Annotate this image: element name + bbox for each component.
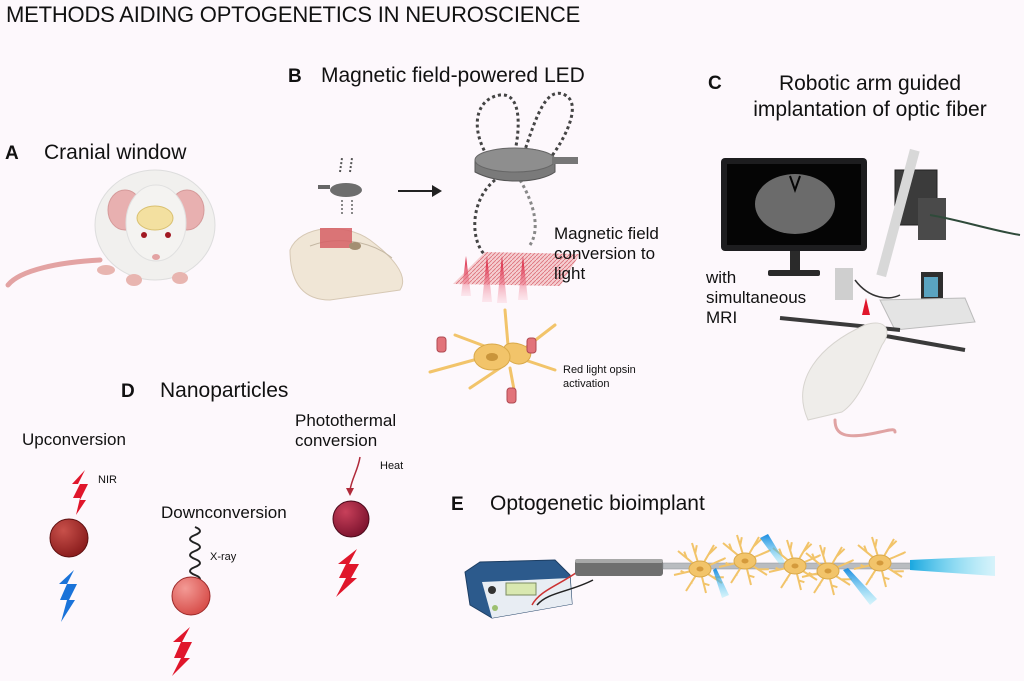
photothermal-label-line: conversion <box>295 431 378 450</box>
photothermal-label-line: Photothermal <box>295 411 397 430</box>
heat-arrow-icon <box>349 456 361 491</box>
rat-illustration <box>802 298 897 438</box>
panel-e-letter: E <box>451 494 464 515</box>
upconversion-label: Upconversion <box>22 430 126 449</box>
mri-label-line: with <box>706 268 737 287</box>
downconversion-nanoparticle <box>171 576 211 616</box>
downconversion-nanoparticle-group <box>171 526 211 676</box>
opsin-label-line: activation <box>563 378 610 390</box>
mouse-head-with-led-illustration <box>289 157 404 301</box>
panel-d-title: Nanoparticles <box>160 379 289 402</box>
panel-d-letter: D <box>121 381 135 402</box>
red-lightning-icon <box>172 627 192 676</box>
panel-e-title: Optogenetic bioimplant <box>490 492 705 515</box>
opsin-label-line: Red light opsin <box>563 364 636 376</box>
nir-lightning-icon <box>72 470 88 515</box>
neuron <box>718 534 772 586</box>
panel-c-title: Robotic arm guided implantation of optic… <box>735 71 1005 123</box>
neuron <box>853 536 907 588</box>
panel-c-title-line: implantation of optic fiber <box>753 98 987 121</box>
blue-lightning-icon <box>59 570 77 622</box>
panel-c-title-line: Robotic arm guided <box>778 72 962 95</box>
panel-c-letter: C <box>708 73 722 94</box>
mri-label-line: MRI <box>706 308 738 327</box>
neuron-with-opsins-illustration <box>428 308 557 404</box>
cranial-window-mouse-illustration <box>5 169 216 288</box>
panel-a-title: Cranial window <box>44 141 187 164</box>
upconversion-nanoparticle-group <box>49 470 89 622</box>
mri-monitor-illustration <box>721 158 867 276</box>
neuron <box>768 539 822 591</box>
heat-label: Heat <box>380 460 404 472</box>
neuron-network-illustration <box>673 534 907 596</box>
conversion-label: Magnetic field conversion to light <box>554 224 659 284</box>
panel-b-letter: B <box>288 66 302 87</box>
panel-b-title: Magnetic field-powered LED <box>321 64 585 87</box>
photothermal-nanoparticle-group <box>332 456 370 597</box>
xray-wave-icon <box>189 526 201 584</box>
panel-a-letter: A <box>5 143 19 164</box>
photothermal-nanoparticle <box>332 500 370 538</box>
arrow-right-icon <box>398 185 442 197</box>
photothermal-label: Photothermal conversion <box>295 411 396 451</box>
led-driver-device-illustration <box>464 559 594 619</box>
stereotaxic-robotic-arm-illustration <box>779 148 1021 352</box>
neuron <box>801 544 855 596</box>
figure-title: METHODS AIDING OPTOGENETICS IN NEUROSCIE… <box>6 2 581 27</box>
red-light-beams <box>461 256 528 303</box>
conversion-label-line: Magnetic field <box>554 224 659 243</box>
conversion-label-line: conversion to <box>554 244 656 263</box>
red-lightning-icon <box>336 549 359 597</box>
nir-label: NIR <box>98 474 117 486</box>
xray-label: X-ray <box>210 551 237 563</box>
mri-label-line: simultaneous <box>706 288 807 307</box>
opsin-activation-label: Red light opsin activation <box>563 363 636 391</box>
cyan-light-beams <box>713 534 995 605</box>
conversion-label-line: light <box>554 264 586 283</box>
mri-label: with simultaneous MRI <box>706 268 806 328</box>
downconversion-label: Downconversion <box>161 503 287 522</box>
upconversion-nanoparticle <box>49 518 89 558</box>
